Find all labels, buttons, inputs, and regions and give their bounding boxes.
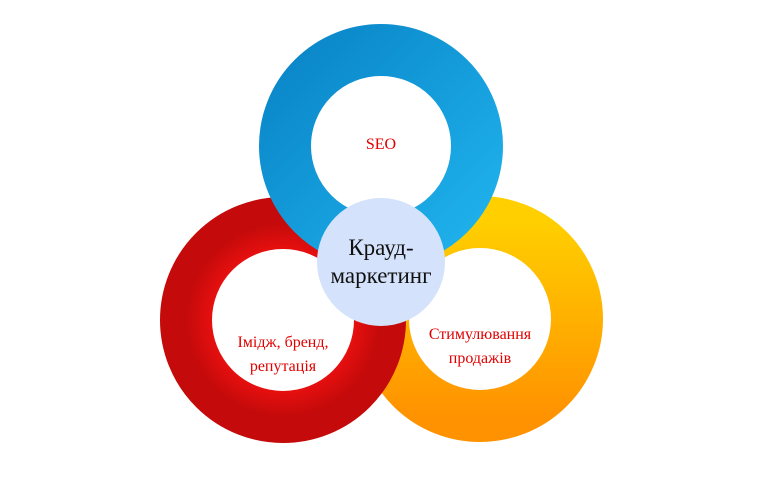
ring-label-image: Імідж, бренд, репутація <box>237 334 329 375</box>
center-circle <box>317 198 445 326</box>
center-label: Крауд- маркетинг <box>330 235 432 288</box>
ring-label-sales: Стимулювання продажів <box>428 326 532 367</box>
ring-label-seo: SEO <box>365 136 397 153</box>
